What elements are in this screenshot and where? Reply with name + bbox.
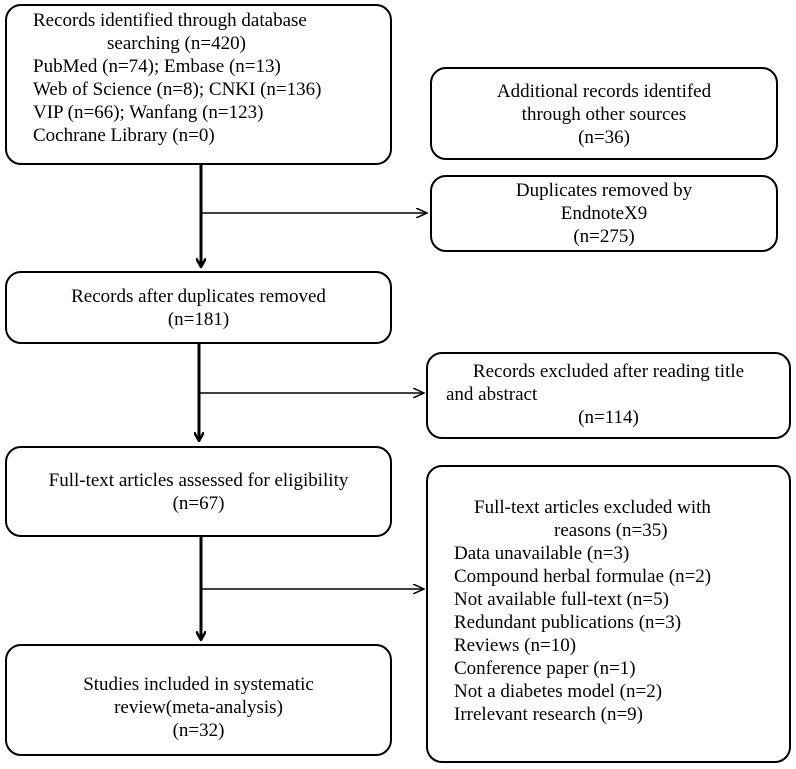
reason-item: Not available full-text (n=5) [454,589,669,610]
reason-item: Reviews (n=10) [454,635,577,656]
included-line-3: (n=32) [172,720,225,741]
identified-line-6: Cochrane Library (n=0) [33,125,215,146]
reason-item: Not a diabetes model (n=2) [454,681,663,702]
excluded-title-line-3: (n=114) [578,407,639,428]
duplicates-removed-box: Duplicates removed by EndnoteX9 (n=275) [430,175,778,252]
included-line-2: review(meta-analysis) [114,697,283,718]
identified-line-1: Records identified through database [33,10,307,31]
reason-item: Redundant publications (n=3) [454,612,682,633]
records-identified-box: Records identified through database sear… [5,4,392,165]
after-duplicates-line-2: (n=181) [167,309,230,330]
identified-line-3: PubMed (n=74); Embase (n=13) [33,56,281,77]
fulltext-excluded-box: Full-text articles excluded with reasons… [426,465,791,763]
reason-item: Compound herbal formulae (n=2) [454,566,712,587]
after-duplicates-line-1: Records after duplicates removed [71,286,326,307]
excluded-title-line-1: Records excluded after reading title [472,361,745,382]
additional-records-box: Additional records identifed through oth… [430,67,778,160]
duplicates-line-1: Duplicates removed by [515,180,693,201]
included-line-1: Studies included in systematic [83,674,314,695]
additional-line-3: (n=36) [578,127,630,148]
identified-line-5: VIP (n=66); Wanfang (n=123) [33,102,264,123]
assessed-line-1: Full-text articles assessed for eligibil… [48,470,349,491]
duplicates-line-2: EndnoteX9 [560,203,648,224]
additional-line-1: Additional records identifed [496,81,712,102]
assessed-line-2: (n=67) [172,493,225,514]
additional-line-2: through other sources [521,104,687,125]
fulltext-assessed-box: Full-text articles assessed for eligibil… [5,446,392,537]
reason-item: Data unavailable (n=3) [454,543,630,564]
records-after-duplicates-box: Records after duplicates removed (n=181) [5,271,392,344]
records-excluded-title-box: Records excluded after reading title and… [426,352,791,439]
studies-included-box: Studies included in systematic review(me… [5,644,392,756]
identified-line-2: searching (n=420) [107,33,246,54]
duplicates-line-3: (n=275) [573,226,635,247]
reason-item: Irrelevant research (n=9) [454,704,643,725]
reason-item: Conference paper (n=1) [454,658,636,679]
excluded-title-line-2: and abstract [446,384,538,405]
fulltext-excluded-header-1: Full-text articles excluded with [474,497,711,518]
fulltext-excluded-header-2: reasons (n=35) [554,520,668,541]
identified-line-4: Web of Science (n=8); CNKI (n=136) [33,79,322,100]
